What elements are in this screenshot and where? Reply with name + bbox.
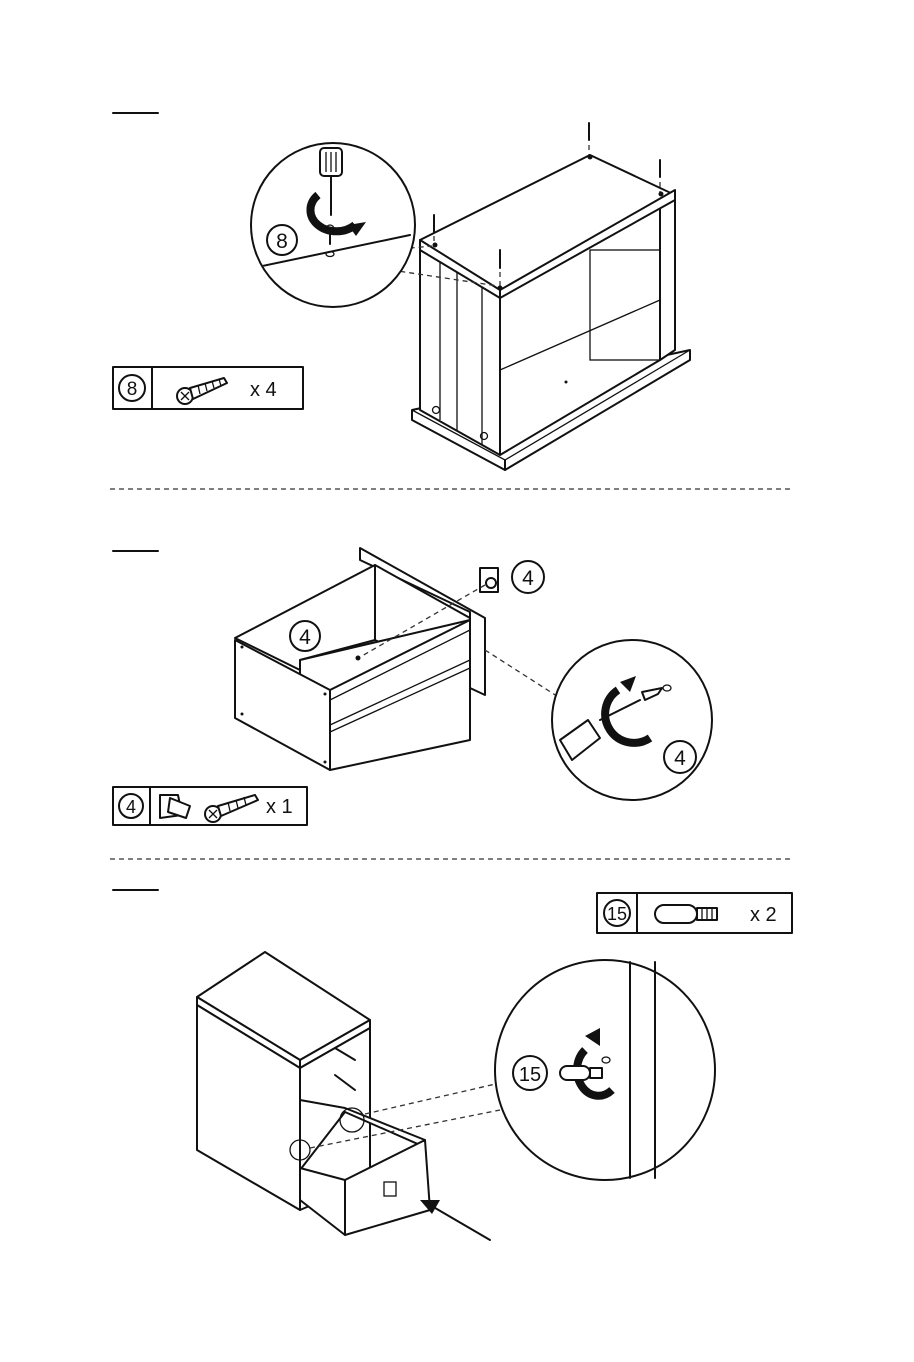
step-3: 15 x 2 [113,890,792,1240]
callout-circle-dowel: 15 [495,960,715,1180]
callout-number: 8 [276,230,288,253]
callout-number-knob: 4 [522,567,534,590]
parts-box-number: 4 [126,797,136,817]
drawer-box-illustration: 4 [235,548,485,770]
callout-number-detail: 4 [674,747,686,770]
push-arrow-icon [430,1205,490,1240]
dowel-stopper-icon [655,905,717,923]
callout-number: 15 [519,1064,541,1086]
callout-circle-screwdriver-2: 4 [552,640,712,800]
step-1: 8 8 x 4 [113,113,690,470]
parts-box-number: 15 [607,904,627,924]
parts-box-step-2: 4 x 1 [113,787,307,825]
callout-number-inside: 4 [299,626,311,649]
parts-box-step-1: 8 x 4 [113,367,303,409]
parts-box-quantity: x 2 [750,904,777,926]
step-2: 4 4 4 4 [113,548,712,825]
parts-box-number: 8 [127,379,138,400]
parts-box-quantity: x 1 [266,796,293,818]
callout-circle-screwdriver: 8 [251,143,415,307]
cabinet-carcass-illustration [412,155,690,470]
parts-box-step-3: 15 x 2 [597,893,792,933]
knob-part: 4 [480,561,544,593]
parts-box-quantity: x 4 [250,379,277,401]
